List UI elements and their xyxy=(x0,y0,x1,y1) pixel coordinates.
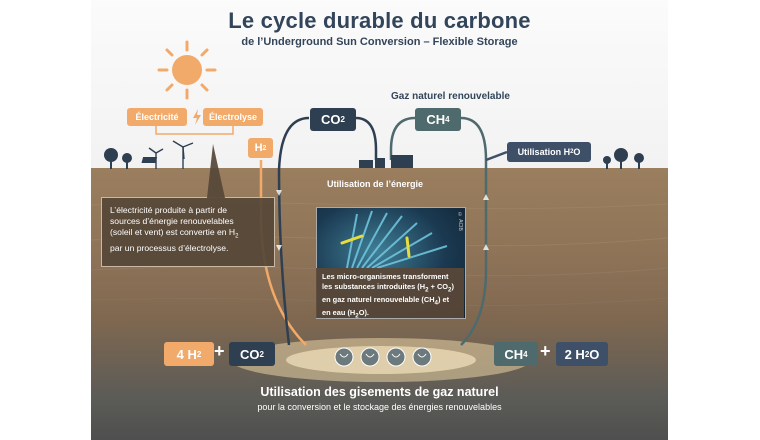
gisements-title: Utilisation des gisements de gaz naturel xyxy=(260,385,499,399)
microbe-icons xyxy=(334,347,432,367)
sky-background xyxy=(91,0,668,170)
landscape-decoration xyxy=(104,140,644,169)
photo-credit: © ACIB xyxy=(457,212,463,231)
diagram-canvas: Le cycle durable du carbone de l’Undergr… xyxy=(91,0,668,440)
lightning-icon xyxy=(193,109,201,125)
plus-sign-left: + xyxy=(214,341,225,361)
callout-pointer xyxy=(207,144,225,198)
sun-icon xyxy=(157,40,217,100)
plus-sign-right: + xyxy=(540,341,551,361)
electricite-label: Électricité xyxy=(127,108,187,126)
connector-lines xyxy=(155,126,234,135)
electrolysis-explanation: L’électricité produite à partir de sourc… xyxy=(101,197,275,267)
gaz-naturel-label: Gaz naturel renouvelable xyxy=(391,91,510,102)
gisements-subtitle: pour la conversion et le stockage des én… xyxy=(257,402,502,412)
utilisation-energie-label: Utilisation de l’énergie xyxy=(327,179,424,189)
microorganism-caption: Les micro-organismes transforment les su… xyxy=(316,268,464,319)
microorganism-image xyxy=(340,210,448,269)
page-title: Le cycle durable du carbone xyxy=(228,8,531,33)
page-subtitle: de l’Underground Sun Conversion – Flexib… xyxy=(241,36,518,48)
electrolyse-label: Électrolyse xyxy=(203,108,263,126)
